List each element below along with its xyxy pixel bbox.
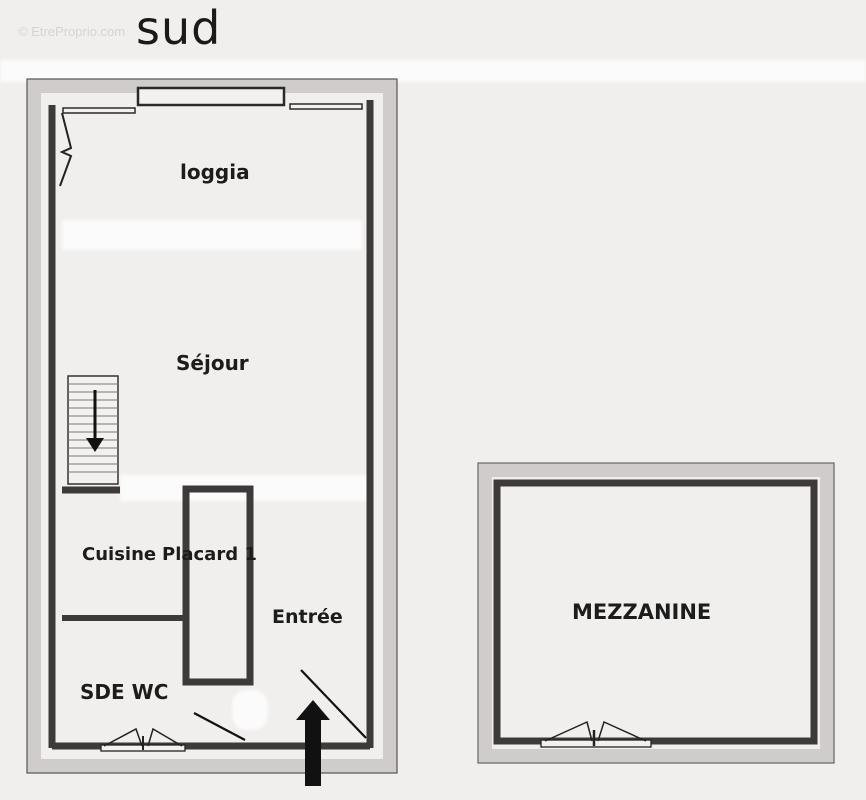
room-label-cuisine: Cuisine (82, 544, 157, 565)
paper-blemish (232, 690, 268, 730)
tape-strip-loggia (62, 220, 362, 250)
room-label-mezzanine: MEZZANINE (572, 600, 712, 624)
room-label-entree: Entrée (272, 606, 343, 628)
bottom-window-main (100, 727, 186, 752)
tape-strip-top (0, 60, 866, 82)
staircase (67, 375, 119, 485)
bottom-window-mezzanine (540, 720, 652, 748)
entrance-arrow-icon (296, 700, 330, 786)
room-label-sde-wc: SDE WC (80, 680, 169, 704)
orientation-label: sud (136, 1, 222, 55)
mezzanine-unit (477, 462, 835, 764)
watermark: © EtreProprio.com (18, 24, 126, 39)
room-label-placard: Placard 1 (162, 544, 257, 565)
stair-down-arrow-icon (86, 438, 104, 452)
main-unit (26, 78, 398, 786)
room-label-loggia: loggia (180, 160, 250, 184)
room-label-sejour: Séjour (176, 351, 249, 375)
